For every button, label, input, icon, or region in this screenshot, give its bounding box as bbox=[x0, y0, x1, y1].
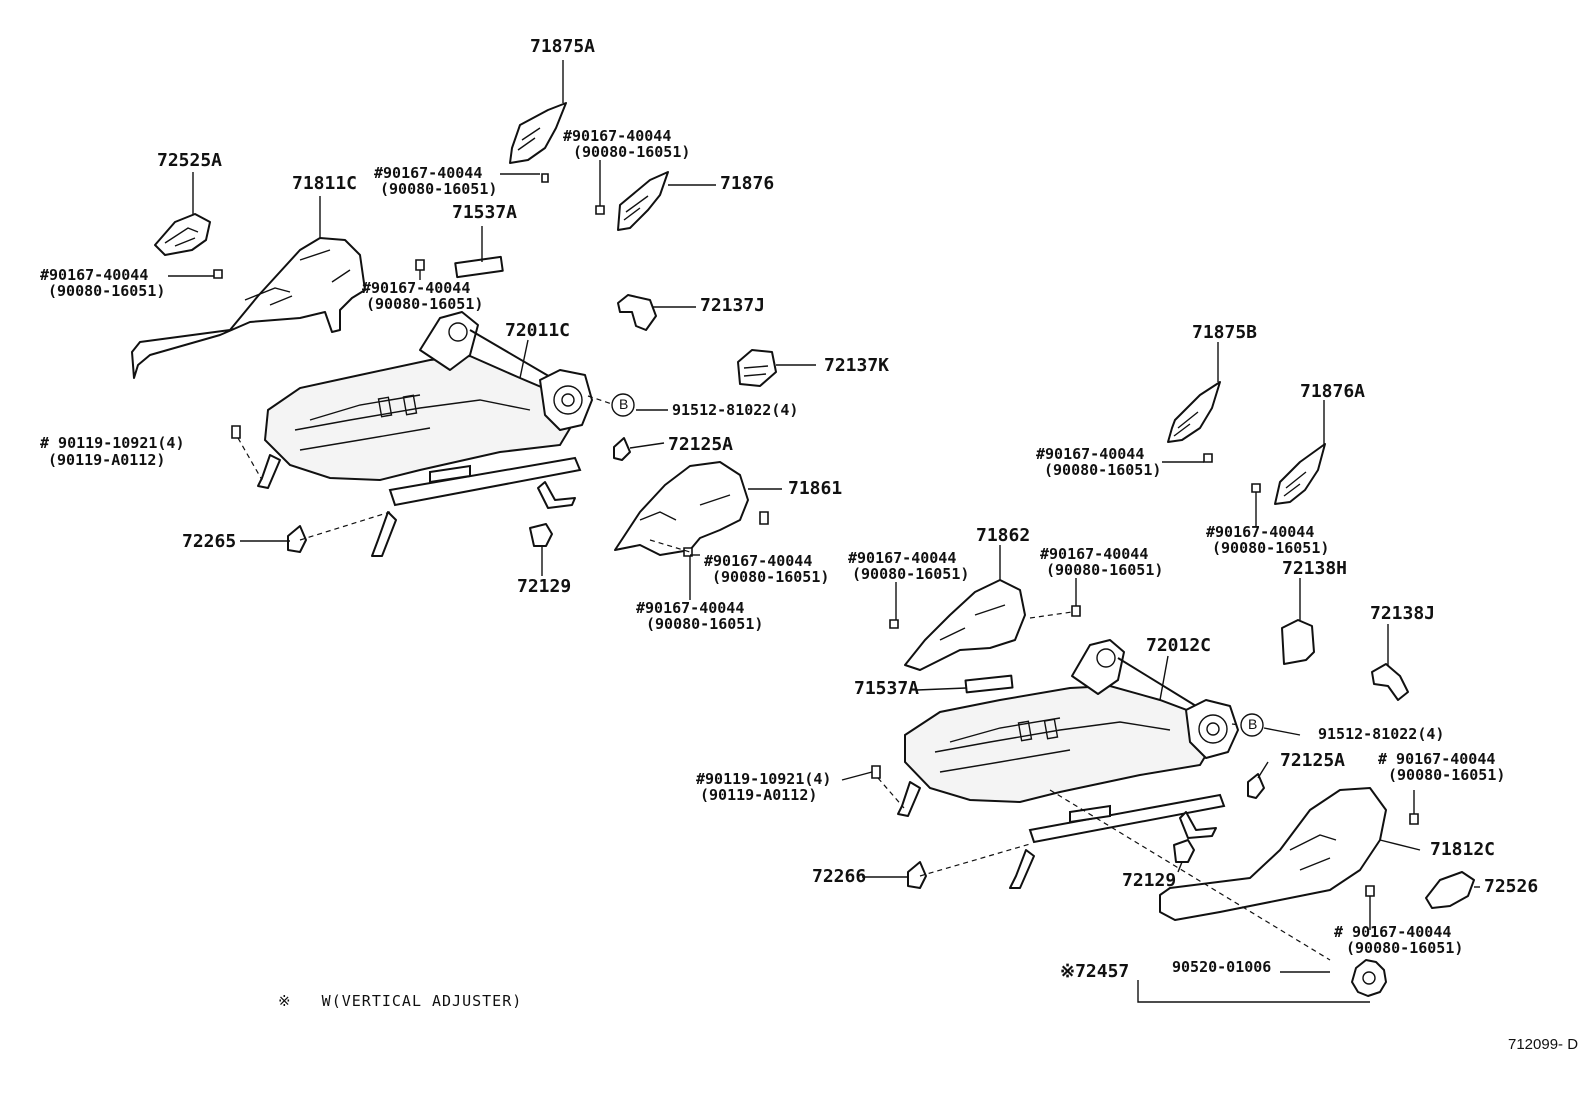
figure-code: 712099- D bbox=[1508, 1036, 1579, 1053]
label-71537a-right: 71537A bbox=[854, 678, 920, 699]
bolt-callout-1-alt: (90080-16051) bbox=[573, 143, 691, 161]
label-71876: 71876 bbox=[720, 173, 775, 194]
bolt-callout-13: # 90167-40044 bbox=[1378, 750, 1496, 768]
bolt-callout-2: #90167-40044 bbox=[374, 164, 483, 182]
bolt-callout-10-alt: (90080-16051) bbox=[852, 565, 970, 583]
clip-72125a-right bbox=[1247, 773, 1265, 799]
clip-72137k bbox=[737, 349, 777, 387]
label-72138j: 72138J bbox=[1370, 603, 1436, 624]
bolt-callout-11-alt: (90080-16051) bbox=[1046, 561, 1164, 579]
knob-cover-72526 bbox=[1425, 871, 1475, 909]
label-72137j: 72137J bbox=[700, 295, 766, 316]
bracket-72138h bbox=[1281, 619, 1315, 665]
label-72129-left: 72129 bbox=[517, 576, 572, 597]
clip-72125a-left bbox=[613, 437, 631, 461]
bolt-callout-1: #90167-40044 bbox=[563, 127, 672, 145]
bolt-callout-10: #90167-40044 bbox=[848, 549, 957, 567]
clip-72265 bbox=[287, 525, 307, 553]
label-71875a: 71875A bbox=[530, 36, 596, 57]
label-91512-left: 91512-81022(4) bbox=[672, 401, 799, 419]
side-cover-71862 bbox=[904, 579, 1026, 671]
bolt-callout-6-alt: (90080-16051) bbox=[712, 568, 830, 586]
label-72011c: 72011C bbox=[505, 320, 571, 341]
label-90520: 90520-01006 bbox=[1172, 958, 1272, 976]
dashed-assembly-lines bbox=[237, 395, 1331, 961]
label-71537a-left: 71537A bbox=[452, 202, 518, 223]
label-71862: 71862 bbox=[976, 525, 1031, 546]
label-91512-right: 91512-81022(4) bbox=[1318, 725, 1445, 743]
label-72525a: 72525A bbox=[157, 150, 223, 171]
clip-72266 bbox=[907, 861, 927, 889]
knob-cover-72525a bbox=[154, 213, 211, 256]
bolt-callout-4-alt: (90080-16051) bbox=[366, 295, 484, 313]
label-72137k: 72137K bbox=[824, 355, 890, 376]
bolts bbox=[213, 173, 1419, 897]
bolt-callout-12-alt: (90119-A0112) bbox=[700, 786, 818, 804]
bolt-callout-9-alt: (90080-16051) bbox=[1212, 539, 1330, 557]
reference-letter-right: B bbox=[1248, 716, 1258, 732]
label-72012c: 72012C bbox=[1146, 635, 1212, 656]
label-71811c: 71811C bbox=[292, 173, 358, 194]
strip-71537a-right bbox=[964, 674, 1014, 694]
cover-71875b bbox=[1167, 381, 1221, 443]
label-72129-right: 72129 bbox=[1122, 870, 1177, 891]
cover-71875a bbox=[509, 102, 567, 164]
label-72266: 72266 bbox=[812, 866, 867, 887]
side-cover-71861 bbox=[614, 461, 749, 556]
bolt-callout-8: #90167-40044 bbox=[1036, 445, 1145, 463]
side-shield-71812c bbox=[1159, 787, 1387, 921]
bolt-callout-5-alt: (90119-A0112) bbox=[48, 451, 166, 469]
seat-frame-72011c bbox=[257, 311, 593, 557]
label-72125a-left: 72125A bbox=[668, 434, 734, 455]
bolt-callout-9: #90167-40044 bbox=[1206, 523, 1315, 541]
reference-circle-right bbox=[1240, 713, 1264, 737]
clip-72137j bbox=[617, 294, 657, 331]
bolt-callout-7-alt: (90080-16051) bbox=[646, 615, 764, 633]
bolt-callout-11: #90167-40044 bbox=[1040, 545, 1149, 563]
label-71812c: 71812C bbox=[1430, 839, 1496, 860]
label-72457: ※72457 bbox=[1060, 961, 1130, 982]
bolt-callout-5: # 90119-10921(4) bbox=[40, 434, 185, 452]
label-71875b: 71875B bbox=[1192, 322, 1258, 343]
bolt-callout-6: #90167-40044 bbox=[704, 552, 813, 570]
bolt-callout-14-alt: (90080-16051) bbox=[1346, 939, 1464, 957]
footnote: ※ W(VERTICAL ADJUSTER) bbox=[278, 992, 523, 1010]
bolt-callout-12: #90119-10921(4) bbox=[696, 770, 832, 788]
seat-frame-72012c bbox=[897, 639, 1239, 889]
bolt-callout-8-alt: (90080-16051) bbox=[1044, 461, 1162, 479]
label-72125a-right: 72125A bbox=[1280, 750, 1346, 771]
reference-letter-left: B bbox=[619, 396, 629, 412]
bolt-callout-7: #90167-40044 bbox=[636, 599, 745, 617]
clip-72138j bbox=[1371, 663, 1409, 701]
bolt-callout-3: #90167-40044 bbox=[40, 266, 149, 284]
label-72265: 72265 bbox=[182, 531, 237, 552]
clip-72129-right bbox=[1173, 839, 1195, 863]
label-72526: 72526 bbox=[1484, 876, 1539, 897]
bolt-callout-13-alt: (90080-16051) bbox=[1388, 766, 1506, 784]
strip-71537a-left bbox=[454, 255, 504, 279]
clip-72129-left bbox=[529, 523, 553, 547]
adjuster-knob-72457 bbox=[1351, 959, 1387, 997]
side-shield-71811c bbox=[131, 237, 366, 379]
bracket-71876 bbox=[617, 171, 669, 231]
bolt-callout-2-alt: (90080-16051) bbox=[380, 180, 498, 198]
label-72138h: 72138H bbox=[1282, 558, 1348, 579]
leader-lines bbox=[168, 60, 1480, 1003]
bolt-callout-3-alt: (90080-16051) bbox=[48, 282, 166, 300]
bolt-callout-4: #90167-40044 bbox=[362, 279, 471, 297]
label-71876a: 71876A bbox=[1300, 381, 1366, 402]
bracket-71876a bbox=[1274, 443, 1326, 505]
bolt-callout-14: # 90167-40044 bbox=[1334, 923, 1452, 941]
label-71861: 71861 bbox=[788, 478, 843, 499]
reference-circle-left bbox=[611, 393, 635, 417]
